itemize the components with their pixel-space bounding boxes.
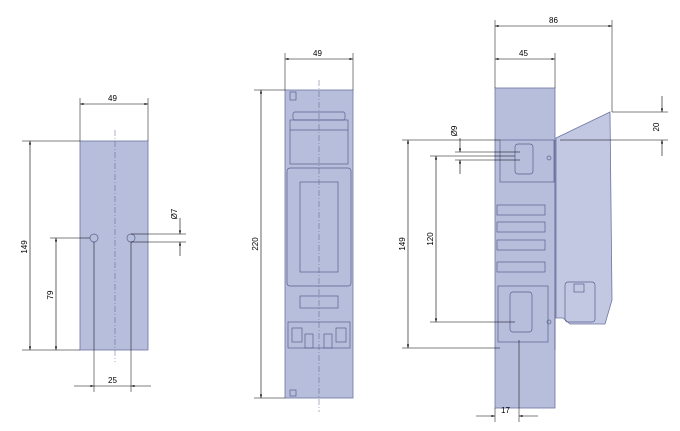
- dim-front-width-label: 49: [108, 94, 117, 103]
- dim-hole-spacing-label: 25: [108, 376, 117, 385]
- dim-front-height-label: 149: [20, 240, 29, 254]
- dim-side-height-label: 149: [398, 237, 407, 251]
- dim-side-depth-total-label: 86: [549, 16, 558, 25]
- dim-hole-height-label: 79: [46, 290, 55, 299]
- dim-side-depth-body-label: 45: [519, 49, 528, 58]
- dim-side-top-offset-label: 20: [652, 122, 661, 131]
- dim-side-bottom-offset-label: 17: [501, 406, 510, 415]
- fuse-cartridge: [299, 181, 339, 273]
- middle-view: 49 220: [251, 49, 354, 412]
- dim-side-hole-diameter-label: Ø9: [450, 125, 459, 136]
- device-front-body: [284, 89, 354, 399]
- device-window: [286, 167, 352, 287]
- side-view: 86 45 20 Ø9 149 120 17: [398, 16, 668, 422]
- device-side-body: [494, 87, 556, 409]
- dim-middle-width-label: 49: [313, 49, 322, 58]
- device-handle: [555, 111, 613, 325]
- dim-side-hole-spacing-label: 120: [426, 232, 435, 246]
- front-view: 49 149 79 25 Ø7: [20, 94, 186, 392]
- mounting-plate: [79, 140, 149, 351]
- dim-middle-height-label: 220: [251, 237, 260, 251]
- dim-hole-diameter-label: Ø7: [170, 208, 179, 219]
